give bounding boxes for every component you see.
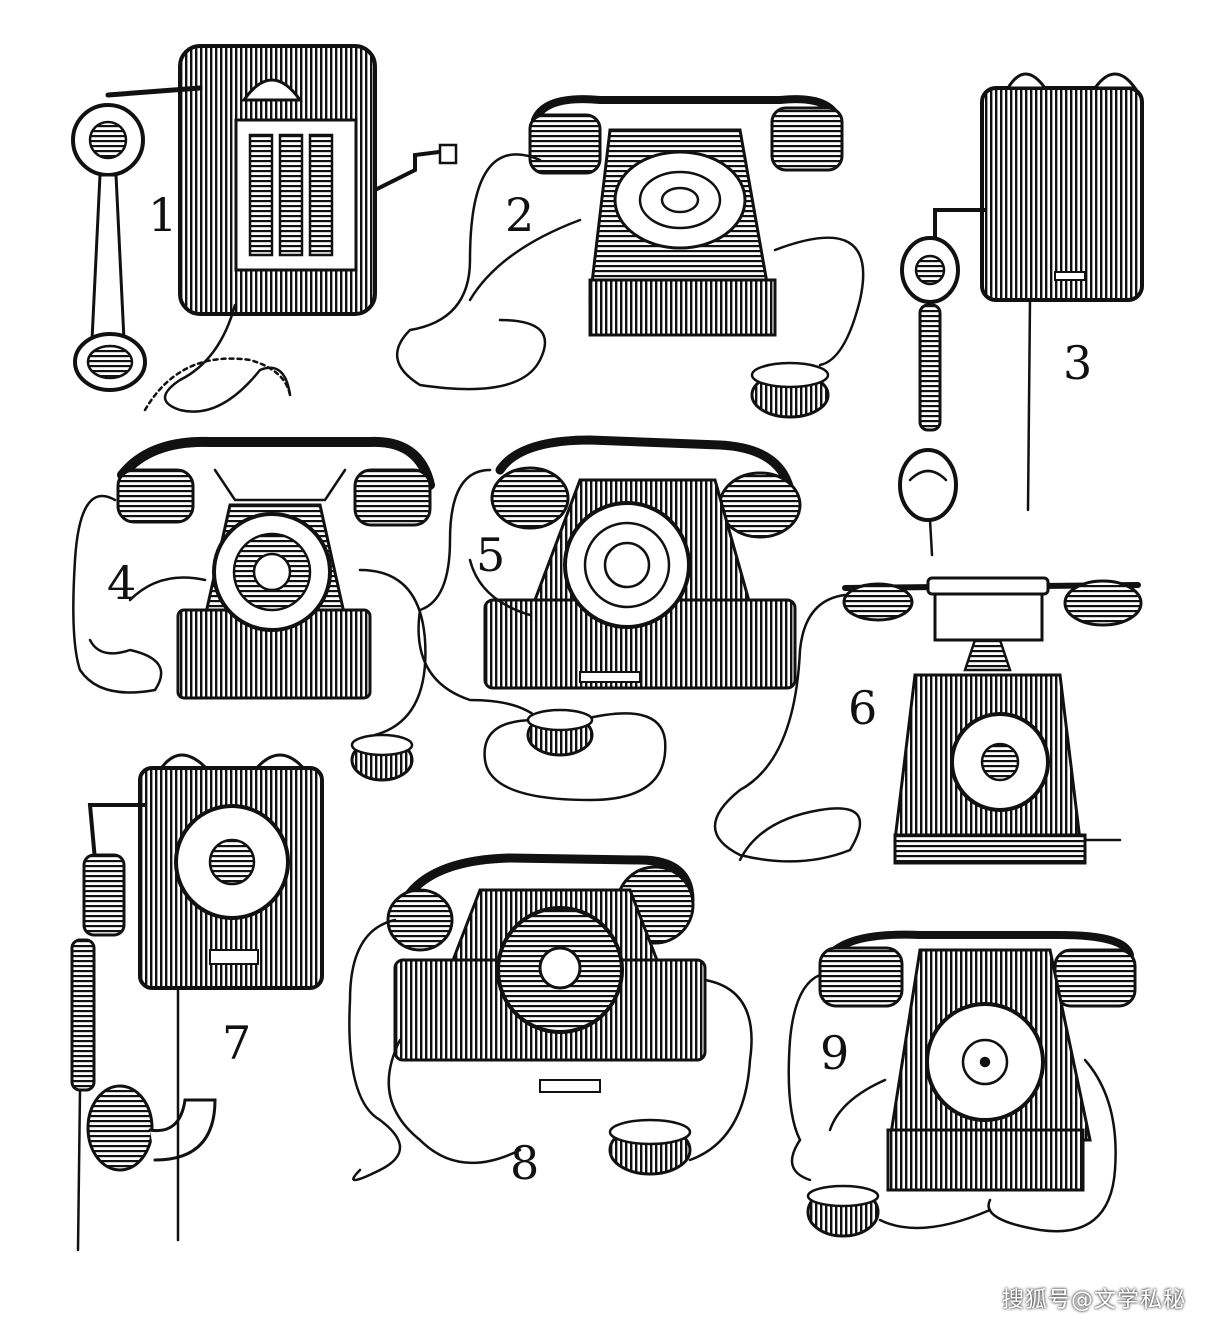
figure-label-3: 3 — [1063, 336, 1093, 390]
figure-label-7: 7 — [222, 1016, 252, 1070]
telephone-6 — [713, 576, 1143, 865]
telephone-3 — [898, 72, 1144, 557]
figure-label-1: 1 — [148, 188, 178, 242]
telephone-4 — [72, 436, 435, 782]
telephone-5 — [417, 435, 802, 802]
figure-label-6: 6 — [848, 681, 878, 735]
telephone-8 — [348, 853, 753, 1182]
telephone-1 — [71, 44, 458, 413]
figure-label-5: 5 — [476, 528, 506, 582]
figure-label-9: 9 — [820, 1026, 850, 1080]
source-watermark: 搜狐号@文学私秘 — [1001, 1288, 1186, 1313]
telephone-9 — [787, 930, 1137, 1238]
telephone-7 — [70, 753, 324, 1252]
figure-label-8: 8 — [510, 1136, 540, 1190]
figure-label-4: 4 — [107, 556, 137, 610]
figure-label-2: 2 — [505, 188, 535, 242]
telephone-2 — [395, 95, 865, 419]
